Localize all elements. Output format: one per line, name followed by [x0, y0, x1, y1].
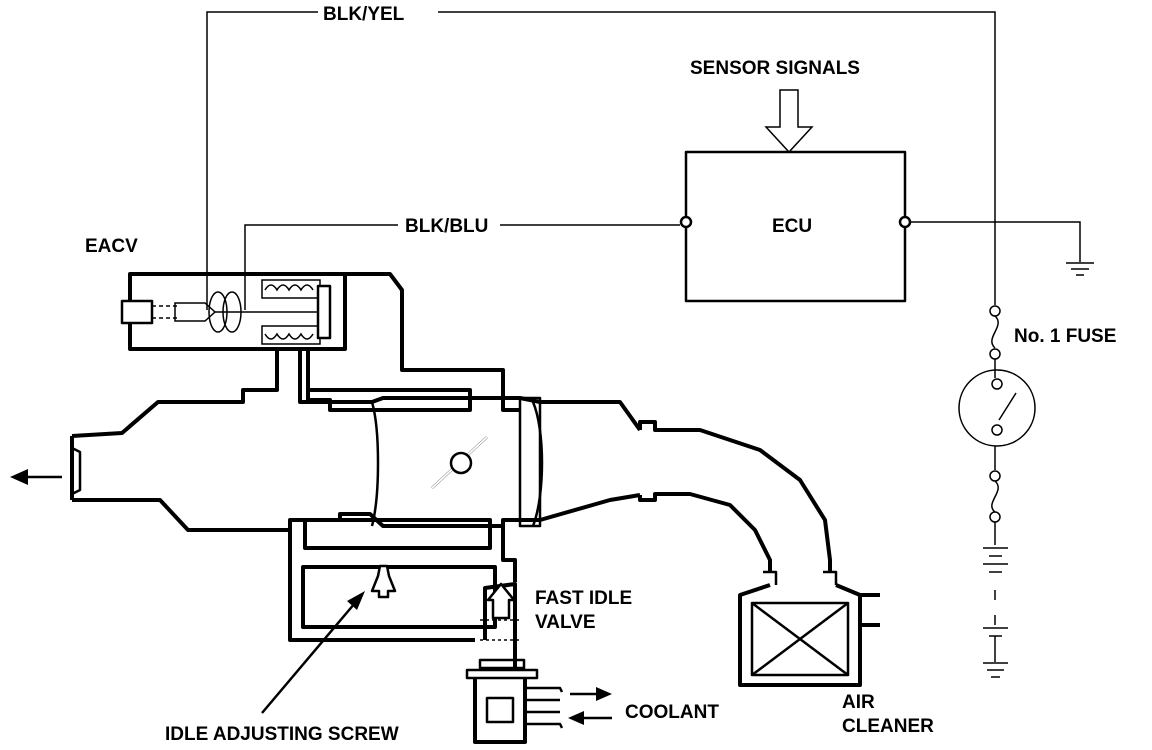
eacv-valve [120, 272, 505, 398]
fast-idle-valve-label-line1: FAST IDLE [535, 588, 632, 609]
fuse-switch-battery-circuit [958, 305, 1036, 678]
idle-adjusting-screw-pointer [261, 591, 365, 714]
blk-yel-wire-label: BLK/YEL [323, 4, 405, 25]
sensor-signals-arrow-icon [764, 89, 814, 154]
eacv-label: EACV [85, 236, 138, 257]
coolant-label: COOLANT [625, 702, 719, 723]
blk-blu-wire-label: BLK/BLU [405, 216, 488, 237]
coolant-out-arrow-icon [570, 687, 612, 701]
no1-fuse-label: No. 1 FUSE [1014, 326, 1116, 347]
fast-idle-valve-label-line2: VALVE [535, 612, 596, 633]
ecu-box [679, 150, 912, 303]
idle-adjusting-screw-label: IDLE ADJUSTING SCREW [165, 724, 399, 745]
air-cleaner-label-line1: AIR [842, 692, 875, 713]
intake-duct [638, 420, 838, 585]
ground-symbol-ecu [1066, 262, 1094, 276]
wiring [206, 11, 1081, 310]
air-cleaner-label-line2: CLEANER [842, 716, 934, 737]
coolant-in-arrow-icon [568, 711, 612, 725]
ecu-label: ECU [772, 216, 812, 237]
fast-idle-valve [465, 582, 564, 744]
air-cleaner [738, 583, 880, 687]
throttle-body [70, 349, 642, 642]
air-outlet-arrow-icon [10, 469, 62, 485]
sensor-signals-label: SENSOR SIGNALS [690, 58, 860, 79]
